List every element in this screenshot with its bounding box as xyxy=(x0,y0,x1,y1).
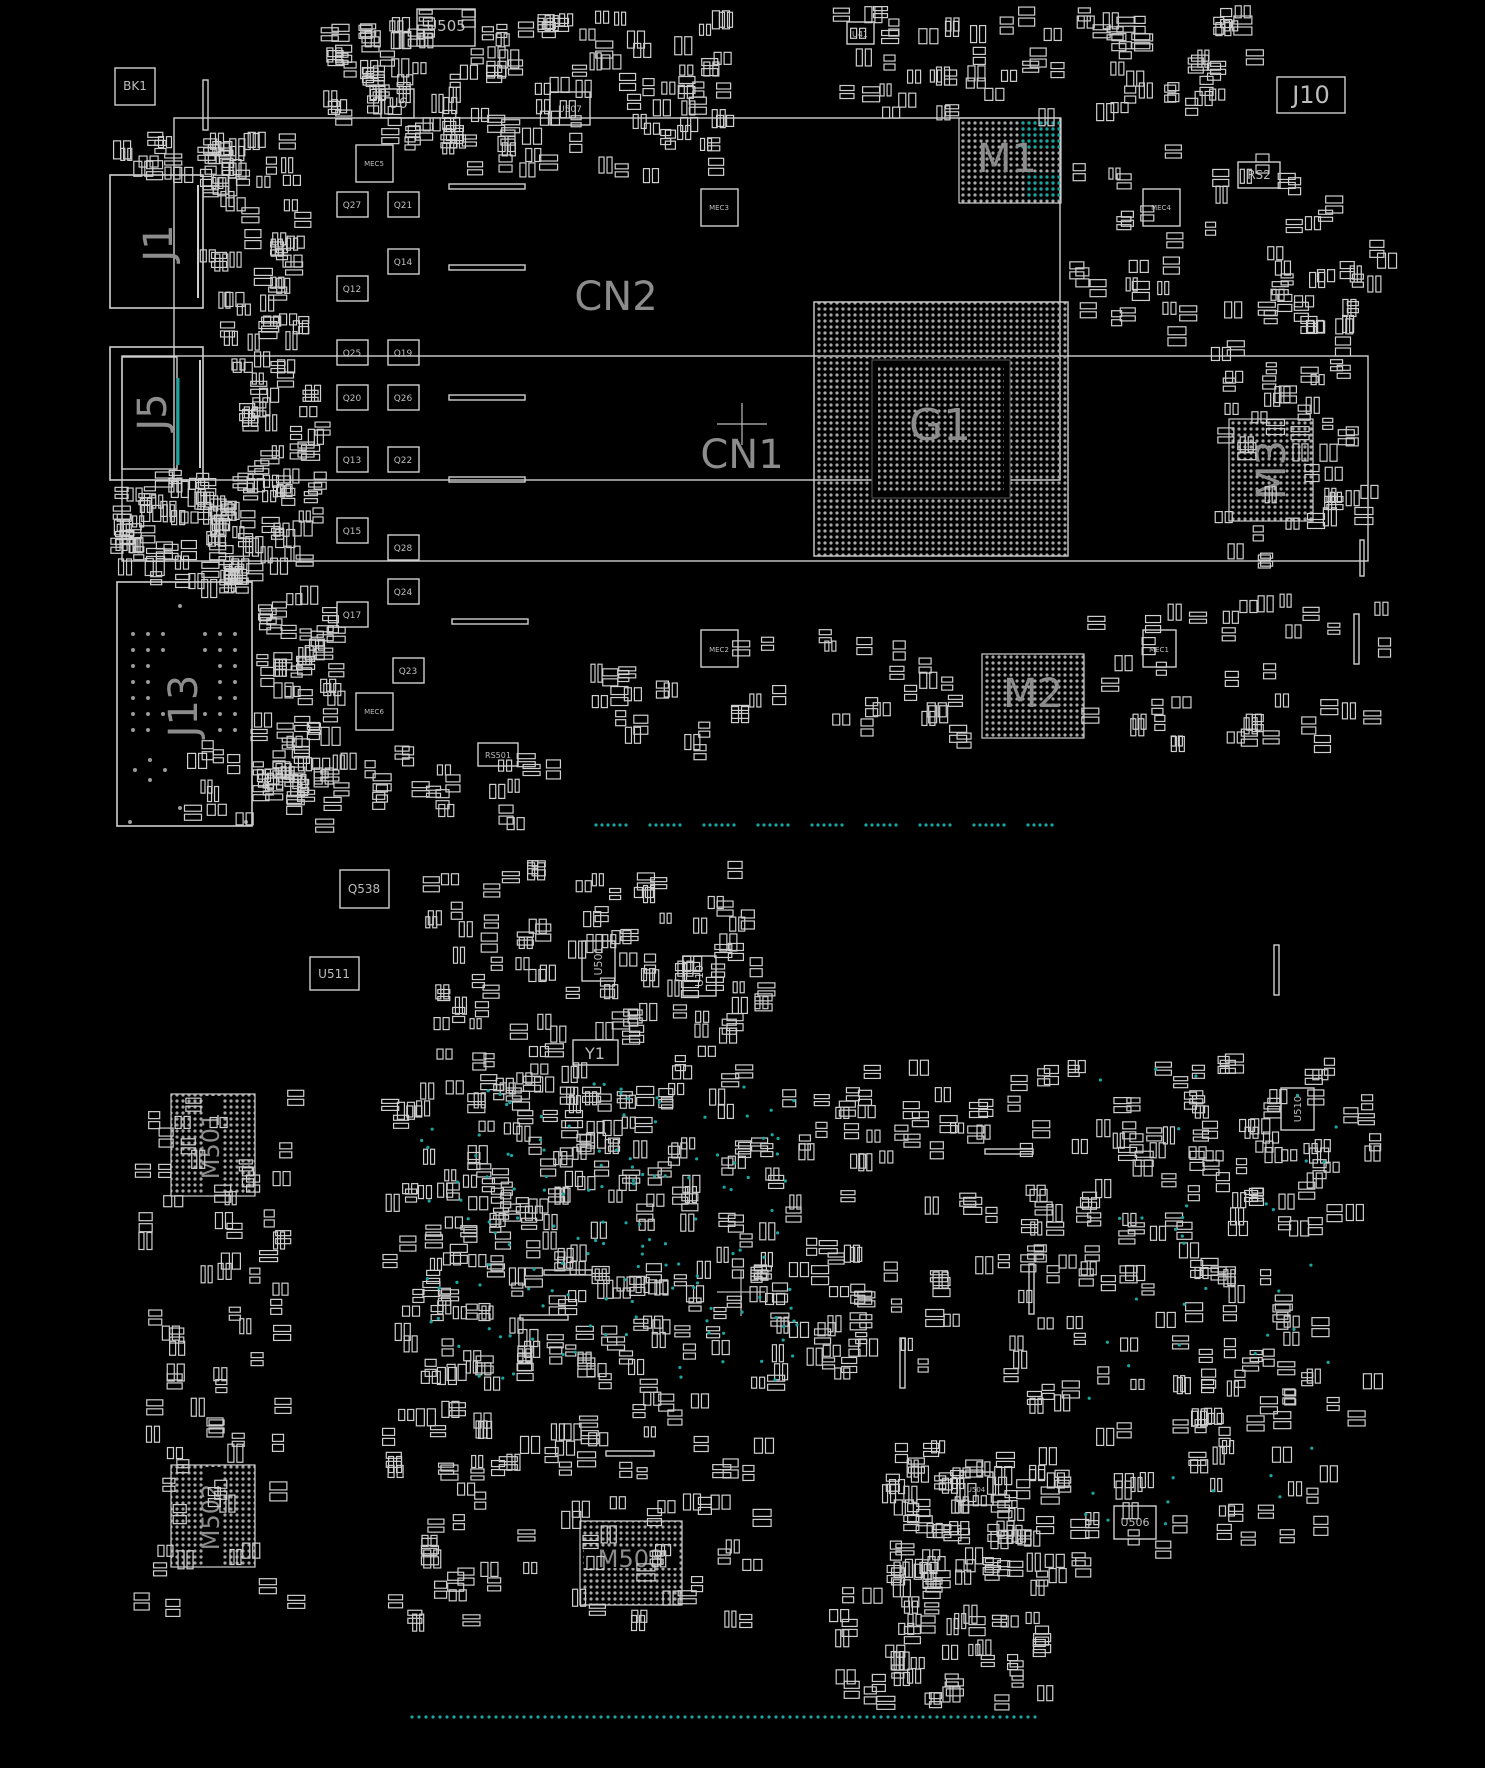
q26-label: Q26 xyxy=(394,394,413,404)
y1-label: Y1 xyxy=(584,1044,605,1063)
rs501-label: RS501 xyxy=(485,751,511,760)
memory-m2[interactable]: M2 xyxy=(981,653,1085,739)
q19-label: Q19 xyxy=(394,349,413,359)
q20-box[interactable] xyxy=(336,384,369,411)
connector-j13[interactable]: J13 xyxy=(116,581,253,827)
q17-label: Q17 xyxy=(343,611,362,621)
q22-label: Q22 xyxy=(394,456,413,466)
q14-label: Q14 xyxy=(394,258,413,268)
q15-label: Q15 xyxy=(343,527,362,537)
q538-box[interactable] xyxy=(339,869,390,909)
via-dots xyxy=(410,823,1338,1719)
mec3-label: MEC3 xyxy=(709,204,729,212)
q14-box[interactable] xyxy=(387,248,420,275)
bk1-label: BK1 xyxy=(123,79,147,93)
mec2-label: MEC2 xyxy=(709,646,729,654)
j13-label: J13 xyxy=(161,675,207,741)
connector-j5[interactable]: J5 xyxy=(109,346,204,481)
g1-label: G1 xyxy=(909,400,971,451)
q23-box[interactable] xyxy=(392,657,425,684)
crosshair-marker xyxy=(717,403,767,445)
u506-label: U506 xyxy=(1120,1516,1149,1529)
q13-label: Q13 xyxy=(343,456,362,466)
m501-label: M501 xyxy=(197,1113,225,1180)
memory-m3[interactable]: M3 xyxy=(1228,418,1314,522)
q21-label: Q21 xyxy=(394,201,413,211)
q12-box[interactable] xyxy=(336,275,369,302)
mec5-box[interactable] xyxy=(355,144,394,183)
j10-box[interactable] xyxy=(1276,76,1346,114)
q13-box[interactable] xyxy=(336,446,369,473)
q28-label: Q28 xyxy=(394,544,413,554)
q12-label: Q12 xyxy=(343,285,362,295)
u501-box[interactable] xyxy=(581,940,616,982)
q25-label: Q25 xyxy=(343,349,362,359)
mec4-box[interactable] xyxy=(1142,188,1181,227)
u511-box[interactable] xyxy=(309,956,360,991)
q19-box[interactable] xyxy=(387,339,420,366)
u41-box[interactable] xyxy=(846,21,875,45)
mec2-box[interactable] xyxy=(700,629,739,668)
q27-box[interactable] xyxy=(336,191,369,218)
memory-m503[interactable]: M503 xyxy=(579,1520,683,1606)
mec5-label: MEC5 xyxy=(364,160,384,168)
q27-label: Q27 xyxy=(343,201,362,211)
u501-label: U501 xyxy=(592,946,605,975)
mec6-label: MEC6 xyxy=(364,708,384,716)
q15-box[interactable] xyxy=(336,517,369,544)
u510-label: U510 xyxy=(1293,1096,1304,1122)
m2-label: M2 xyxy=(1003,671,1063,717)
bk1-box[interactable] xyxy=(114,67,156,106)
mec4-label: MEC4 xyxy=(1151,204,1171,212)
u511-label: U511 xyxy=(318,967,350,981)
mec3-box[interactable] xyxy=(700,188,739,227)
memory-m1[interactable]: M1 xyxy=(958,117,1062,204)
j10-label: J10 xyxy=(1290,81,1330,109)
q20-label: Q20 xyxy=(343,394,362,404)
mec1-label: MEC1 xyxy=(1149,646,1169,654)
q26-box[interactable] xyxy=(387,384,420,411)
cn2-label: CN2 xyxy=(574,274,657,320)
memory-m501[interactable]: M501 xyxy=(170,1093,256,1197)
rs2-label: RS2 xyxy=(1247,168,1271,182)
long-pads xyxy=(202,79,1365,1457)
labeled-parts xyxy=(114,8,1346,1540)
q23-label: Q23 xyxy=(399,667,418,677)
q24-box[interactable] xyxy=(387,578,420,605)
u507-label: U507 xyxy=(558,105,582,115)
cn2-outline xyxy=(173,117,1061,481)
q538-label: Q538 xyxy=(348,882,380,896)
j5-label: J5 xyxy=(130,393,176,433)
q17-box[interactable] xyxy=(336,601,369,628)
q25-box[interactable] xyxy=(336,339,369,366)
gpu-g1[interactable]: G1 xyxy=(813,301,1069,557)
mec6-box[interactable] xyxy=(355,692,394,731)
q28-box[interactable] xyxy=(387,534,420,561)
small-components xyxy=(110,5,1398,1711)
u505-label: U505 xyxy=(426,17,466,35)
connector-j1[interactable]: J1 xyxy=(109,174,204,309)
j1-label: J1 xyxy=(136,224,182,264)
q24-label: Q24 xyxy=(394,588,413,598)
q21-box[interactable] xyxy=(387,191,420,218)
m1-label: M1 xyxy=(977,136,1037,182)
q22-box[interactable] xyxy=(387,446,420,473)
